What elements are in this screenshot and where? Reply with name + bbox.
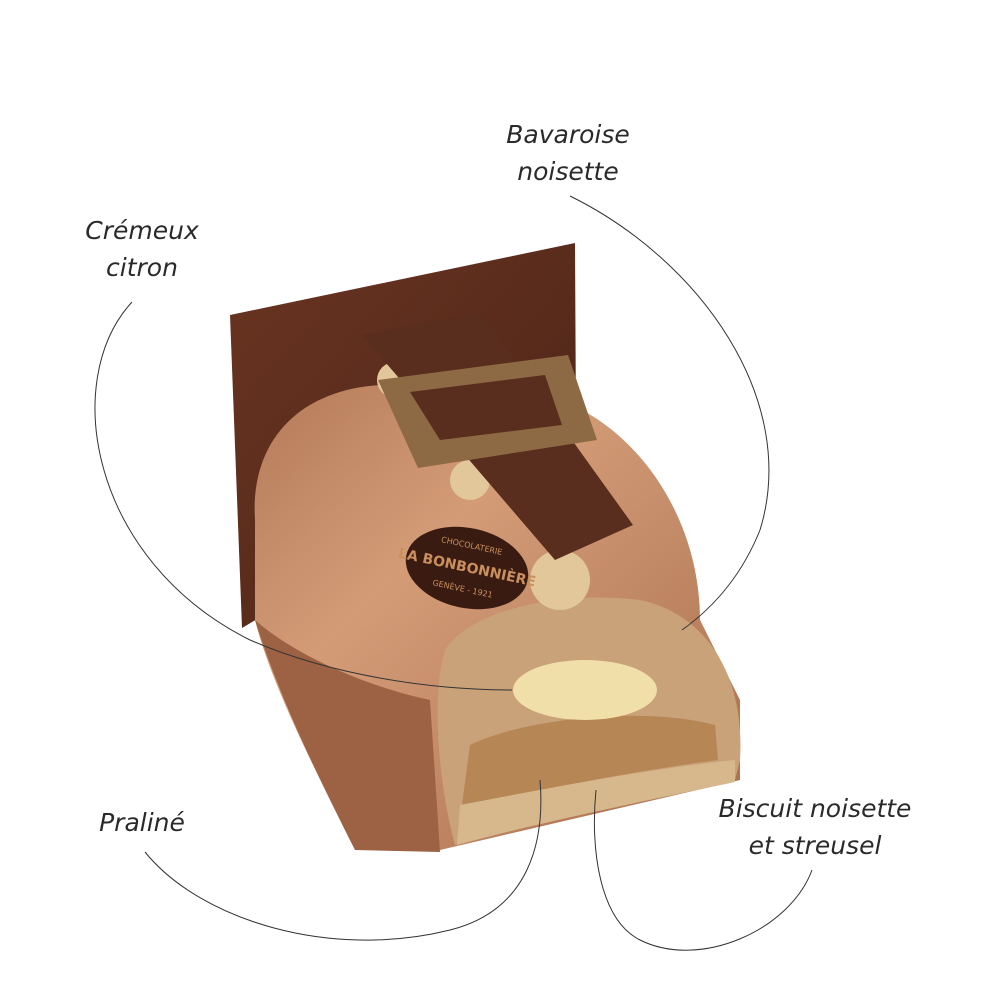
brand-logo bbox=[405, 526, 529, 610]
label-bavaroise-noisette: Bavaroise noisette bbox=[488, 116, 648, 190]
leader-line-cremeux bbox=[94, 301, 513, 691]
praline-layer bbox=[462, 715, 718, 805]
label-line: et streusel bbox=[748, 831, 882, 860]
cake-side bbox=[255, 620, 440, 852]
lemon-cream bbox=[513, 660, 657, 720]
label-line: Crémeux bbox=[85, 216, 199, 245]
cream-piping bbox=[530, 550, 590, 610]
label-line: noisette bbox=[517, 157, 619, 186]
biscuit-layer bbox=[457, 760, 735, 845]
label-biscuit-streusel: Biscuit noisette et streusel bbox=[700, 790, 930, 864]
label-line: Biscuit noisette bbox=[718, 794, 912, 823]
leader-line-bavaroise bbox=[569, 195, 770, 631]
label-line: Bavaroise bbox=[506, 120, 630, 149]
label-cremeux-citron: Crémeux citron bbox=[62, 212, 222, 286]
leader-line-praline bbox=[144, 779, 542, 941]
label-line: citron bbox=[106, 253, 178, 282]
label-praline: Praliné bbox=[62, 804, 222, 841]
leader-line-biscuit bbox=[593, 789, 813, 951]
label-line: Praliné bbox=[99, 808, 185, 837]
buckle-hole bbox=[410, 375, 562, 440]
